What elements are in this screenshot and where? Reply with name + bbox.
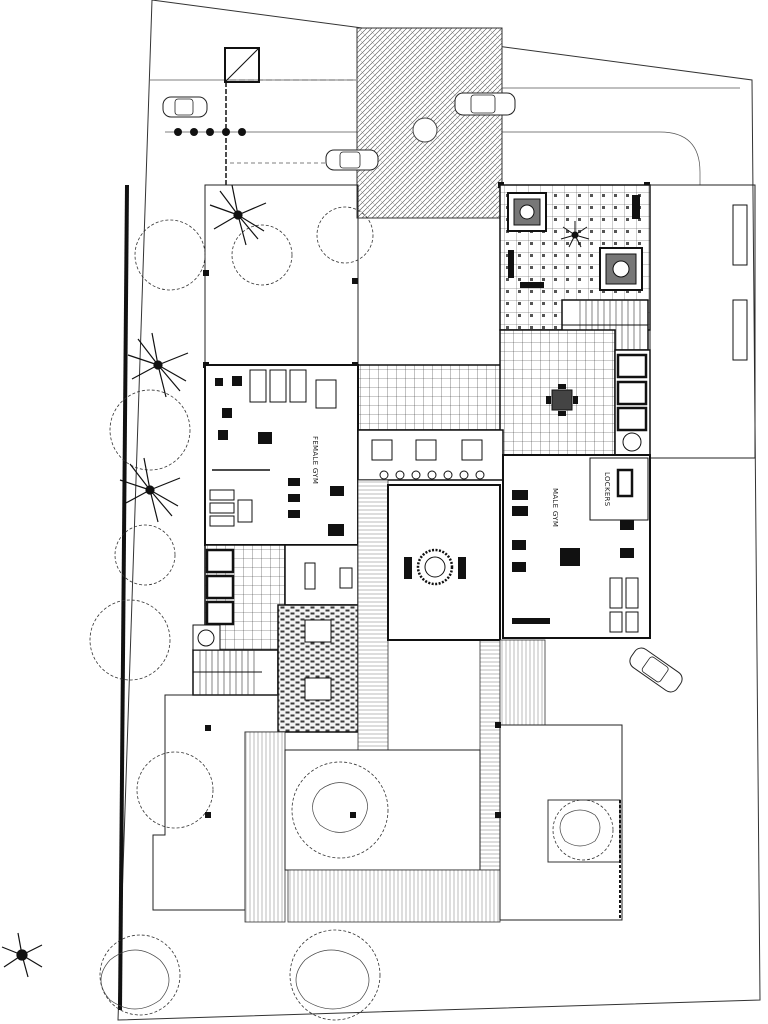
car-icon xyxy=(454,92,516,116)
south-east-terrace xyxy=(499,724,623,921)
restroom-block xyxy=(614,349,651,456)
lounger-row xyxy=(379,470,485,480)
car-icon xyxy=(629,647,683,693)
gym-equipment xyxy=(512,490,634,624)
male-gym-label: MALE GYM xyxy=(551,488,559,527)
tree-canopy-icon xyxy=(100,782,601,1010)
east-parking xyxy=(649,184,756,459)
restroom-block xyxy=(205,548,235,626)
gym-equipment xyxy=(215,376,344,536)
south-deck xyxy=(499,639,546,726)
palm-tree-icon xyxy=(560,221,590,248)
south-deck-west xyxy=(244,731,286,923)
car-icon xyxy=(162,96,208,118)
driveway-roundabout xyxy=(412,117,438,143)
stairs-icon xyxy=(192,624,279,696)
palm-tree-icon xyxy=(1,184,267,978)
car-icon xyxy=(325,149,379,171)
central-tiled-corridor xyxy=(357,364,504,431)
south-east-planter xyxy=(547,799,621,863)
site-boundary xyxy=(117,0,761,1021)
bollards xyxy=(174,128,246,136)
central-lawn xyxy=(284,749,481,871)
female-gym-label: FEMALE GYM xyxy=(311,436,319,484)
south-deck-bottom xyxy=(287,869,501,923)
pool-fountain-icon xyxy=(404,548,466,586)
dining-table-icon xyxy=(546,384,578,416)
planter-box xyxy=(507,192,547,232)
boundary-wall xyxy=(118,184,129,1011)
pool-deck-east xyxy=(479,639,501,871)
columns xyxy=(205,722,501,818)
planter-box xyxy=(599,247,643,291)
treadmill-icon xyxy=(209,369,307,527)
lockers-label: LOCKERS xyxy=(603,472,611,507)
treadmill-icon xyxy=(609,577,639,633)
tree-canopy-icon xyxy=(89,206,614,1021)
dining-table-icon xyxy=(371,439,483,461)
planter-box xyxy=(732,204,748,361)
gate-box xyxy=(224,47,260,83)
locker-room xyxy=(589,457,649,521)
pool-deck-west xyxy=(357,479,389,751)
dining-table-icon xyxy=(304,619,332,701)
